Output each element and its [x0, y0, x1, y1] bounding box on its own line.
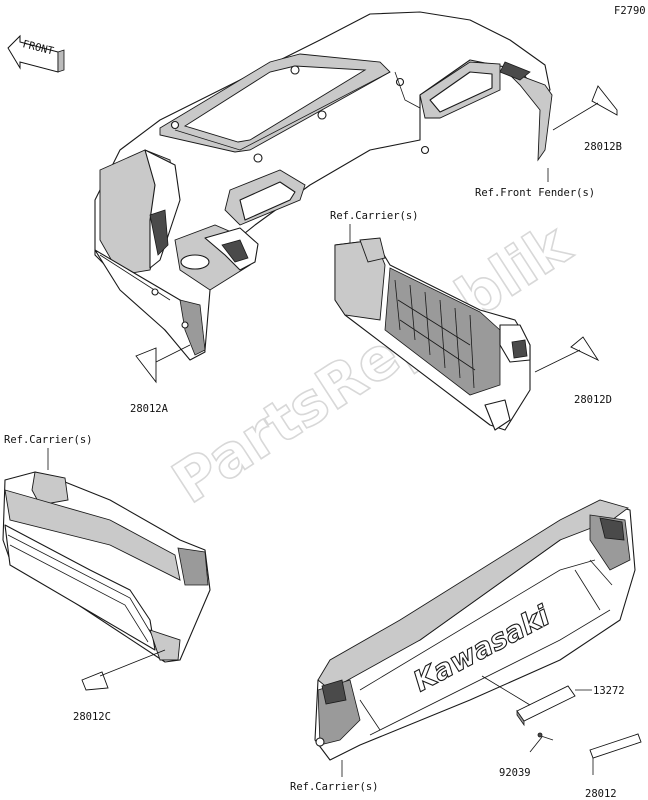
figure-code: F2790	[614, 5, 646, 17]
left-carrier-panel	[2, 471, 211, 663]
label-28012B: 28012B	[584, 141, 622, 153]
label-28012D: 28012D	[574, 394, 612, 406]
part-13272-reflector	[481, 675, 592, 727]
decal-28012D	[534, 336, 600, 373]
decal-28012	[589, 733, 642, 775]
front-cowl-assembly	[94, 11, 553, 361]
decal-28012C	[81, 649, 166, 691]
label-ref-carrier-bottom: Ref.Carrier(s)	[290, 781, 379, 793]
tailgate-panel: Kawasaki	[314, 499, 636, 761]
label-28012A: 28012A	[130, 403, 169, 415]
label-28012C: 28012C	[73, 711, 111, 723]
label-13272: 13272	[593, 685, 625, 697]
front-arrow-icon: FRONT	[7, 34, 65, 73]
part-92039-rivet	[529, 732, 554, 753]
label-ref-front-fender: Ref.Front Fender(s)	[475, 187, 595, 199]
decal-28012A	[135, 344, 191, 384]
decal-28012B	[552, 85, 618, 131]
label-92039: 92039	[499, 767, 531, 779]
label-28012: 28012	[585, 788, 617, 800]
label-ref-carrier-top: Ref.Carrier(s)	[330, 210, 419, 222]
right-carrier-panel	[334, 237, 531, 431]
label-ref-carrier-left: Ref.Carrier(s)	[4, 434, 93, 446]
